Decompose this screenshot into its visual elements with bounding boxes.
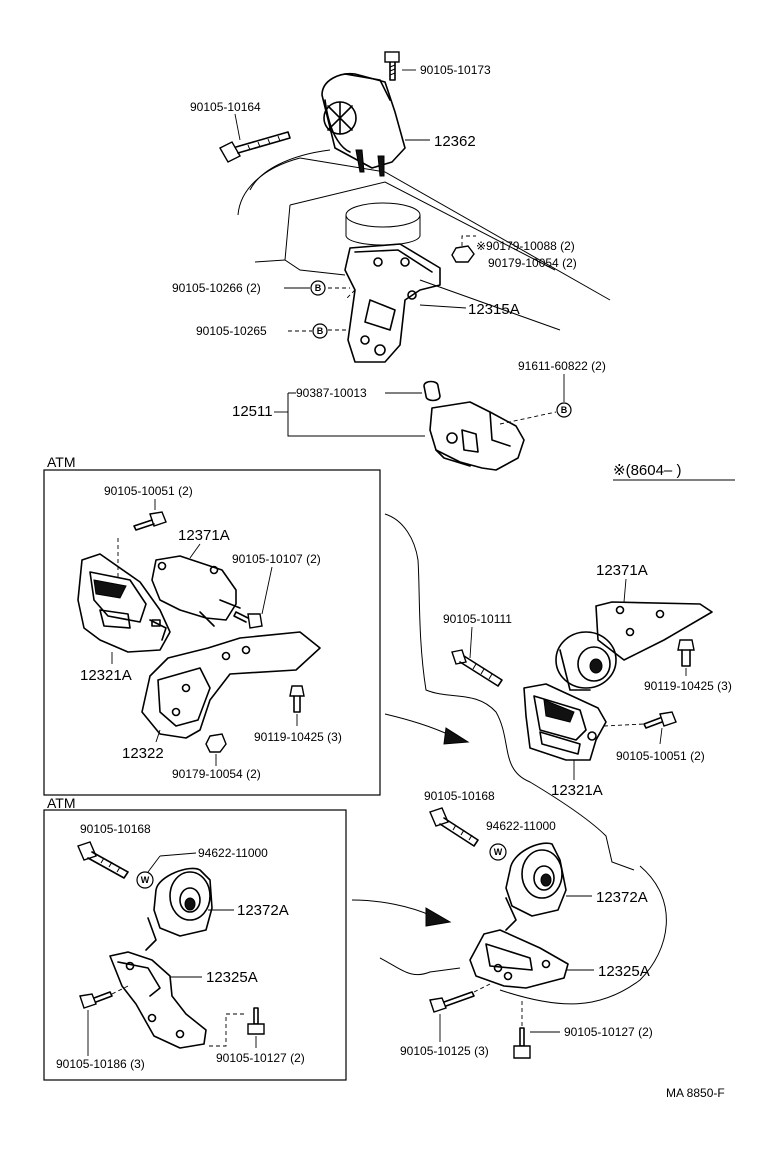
engine-outline — [237, 149, 611, 331]
label-90179-10054-top: 90179-10054 (2) — [488, 256, 577, 270]
label-90119-10425-atm: 90119-10425 (3) — [254, 730, 342, 744]
bolt-90105-10186-icon — [79, 991, 113, 1009]
atm-section-box-2 — [43, 809, 347, 1081]
bolt-90105-10111-icon — [451, 649, 503, 687]
svg-text:W: W — [494, 847, 503, 857]
atm-section-label-2: ATM — [47, 795, 76, 811]
label-90105-10186: 90105-10186 (3) — [56, 1057, 145, 1071]
label-90105-10164: 90105-10164 — [190, 100, 261, 114]
bolt-90105-10164-icon — [219, 131, 291, 163]
label-90105-10168-mt: 90105-10168 — [424, 789, 495, 803]
label-12362: 12362 — [434, 133, 476, 150]
label-12321A-mt: 12321A — [551, 782, 603, 799]
arrow-2 — [351, 899, 433, 917]
mount-12372A-mt — [505, 842, 567, 931]
label-12371A-mt: 12371A — [596, 562, 648, 579]
label-90105-10168-atm: 90105-10168 — [80, 822, 151, 836]
label-94622-11000-mt: 94622-11000 — [486, 819, 556, 833]
bolt-90105-10168-mt-icon — [429, 807, 479, 847]
bolt-90105-10127-atm-icon — [247, 1007, 265, 1035]
svg-text:B: B — [315, 283, 322, 293]
label-90105-10266: 90105-10266 (2) — [172, 281, 261, 295]
label-90179-10088: ※90179-10088 (2) — [476, 239, 575, 253]
label-12372A-atm: 12372A — [237, 902, 289, 919]
label-12315A: 12315A — [468, 301, 520, 318]
bolt-90105-10051-atm-icon — [133, 511, 167, 531]
nut-90179-10054-atm-icon — [205, 733, 227, 753]
label-90105-10127-mt: 90105-10127 (2) — [564, 1025, 653, 1039]
label-90105-10051-atm: 90105-10051 (2) — [104, 484, 193, 498]
label-12511: 12511 — [232, 403, 273, 420]
label-90105-10127-atm: 90105-10127 (2) — [216, 1051, 305, 1065]
atm-section-label-1: ATM — [47, 454, 76, 470]
bolt-ref-B-right: B — [556, 402, 572, 418]
bolt-90105-10127-mt-icon — [513, 1027, 531, 1059]
bolt-90105-10168-atm-icon — [77, 841, 129, 879]
transmission-lower-edge — [379, 957, 461, 976]
label-12325A-mt: 12325A — [598, 963, 650, 980]
label-90105-10265: 90105-10265 — [196, 324, 267, 338]
arrow-1 — [384, 713, 453, 737]
bushing-90387-10013-icon — [423, 380, 441, 402]
bolt-ref-B-upper: B — [310, 280, 326, 296]
engine-bracket-12315A — [344, 243, 441, 363]
label-90105-10125: 90105-10125 (3) — [400, 1044, 489, 1058]
washer-94622-11000-atm: W — [136, 871, 154, 889]
label-12371A-atm: 12371A — [178, 527, 230, 544]
mount-12321A-mt — [523, 683, 607, 761]
label-12322: 12322 — [122, 745, 164, 762]
date-code-note: ※(8604– ) — [613, 462, 681, 479]
bolt-90105-10173-icon — [384, 51, 400, 81]
svg-text:W: W — [141, 875, 150, 885]
label-94622-11000-atm: 94622-11000 — [198, 846, 268, 860]
washer-94622-11000-mt: W — [489, 843, 507, 861]
bracket-12322 — [141, 631, 321, 739]
bolt-90105-10051-mt-icon — [643, 711, 677, 729]
label-90105-10173: 90105-10173 — [420, 63, 491, 77]
label-12325A-atm: 12325A — [206, 969, 258, 986]
bolt-90119-10425-mt-icon — [677, 639, 695, 667]
bracket-12325A-mt — [469, 929, 569, 989]
footer-code: MA 8850-F — [666, 1086, 725, 1100]
label-90105-10107: 90105-10107 (2) — [232, 552, 321, 566]
bolt-ref-B-lower: B — [312, 323, 328, 339]
bolt-90105-10107-icon — [233, 611, 263, 629]
bracket-12371A-mt — [555, 601, 713, 691]
bracket-12325A-atm — [109, 951, 207, 1049]
mount-12321A-atm — [77, 553, 171, 653]
label-12321A-atm: 12321A — [80, 667, 132, 684]
bracket-12371A-atm — [151, 555, 241, 627]
bolt-90105-10125-icon — [429, 991, 475, 1013]
label-90105-10111: 90105-10111 — [443, 612, 512, 626]
mount-assembly-12511 — [429, 401, 525, 471]
label-12372A-mt: 12372A — [596, 889, 648, 906]
label-90105-10051-mt: 90105-10051 (2) — [616, 749, 705, 763]
mount-12372A-atm — [145, 867, 213, 951]
transmission-lower-outline — [499, 865, 667, 1005]
upper-mount-bracket-12362 — [321, 72, 406, 177]
label-91611-60822: 91611-60822 (2) — [518, 359, 606, 373]
transmission-outline — [384, 513, 635, 871]
svg-text:B: B — [317, 326, 324, 336]
label-90119-10425-mt: 90119-10425 (3) — [644, 679, 732, 693]
bolt-90119-10425-atm-icon — [289, 685, 305, 713]
nut-90179-icon — [451, 245, 475, 263]
label-90179-10054-atm: 90179-10054 (2) — [172, 767, 261, 781]
atm-section-box-1 — [43, 469, 381, 796]
svg-text:B: B — [561, 405, 568, 415]
label-90387-10013: 90387-10013 — [296, 386, 367, 400]
